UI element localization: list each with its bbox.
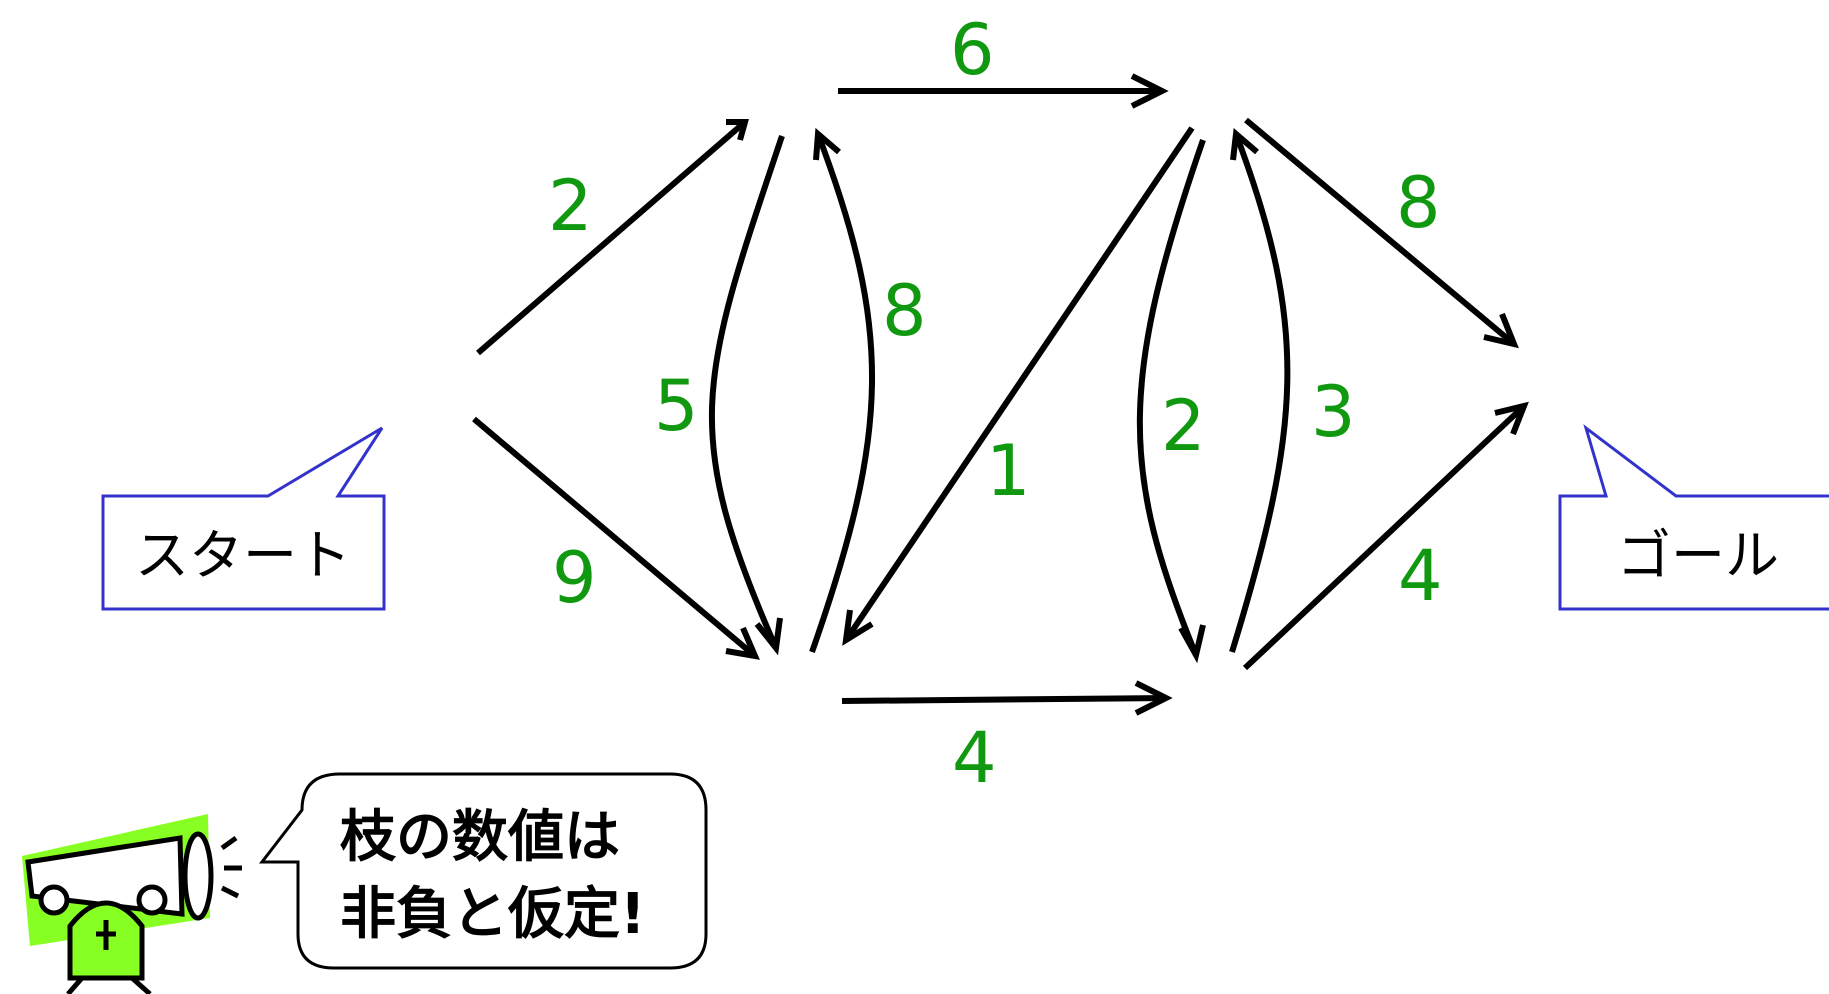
weight-c-b: 1 [986, 430, 1031, 512]
start-callout-box [101, 426, 386, 611]
weight-b-d: 4 [952, 717, 997, 799]
weight-a-c: 6 [950, 9, 995, 91]
start-callout: スタート [101, 426, 386, 611]
weight-b-a: 8 [882, 270, 927, 352]
arrowhead [842, 609, 874, 646]
note-line-2: 非負と仮定! [340, 882, 646, 947]
note-bubble: 枝の数値は 非負と仮定! [258, 772, 708, 970]
start-label: スタート [135, 524, 351, 587]
goal-callout: ゴール [1558, 424, 1829, 611]
goal-callout-box [1558, 424, 1829, 611]
weight-d-goal: 4 [1398, 535, 1443, 617]
edge-d-c [1229, 132, 1291, 653]
weight-start-a: 2 [548, 165, 593, 247]
edge-start-a [476, 119, 747, 356]
arrowhead [1230, 128, 1259, 161]
weight-start-b: 9 [552, 537, 597, 619]
edge-start-b [472, 416, 757, 659]
edge-a-b [708, 135, 785, 650]
edge-c-b [843, 126, 1195, 642]
note-line-1: 枝の数値は [340, 805, 620, 870]
edge-b-a [809, 132, 875, 653]
arrowhead [726, 119, 749, 141]
weight-d-c: 3 [1311, 371, 1356, 453]
arrowhead [1178, 624, 1206, 664]
arrowhead [1130, 73, 1169, 109]
arrowhead [725, 626, 760, 660]
edge-weights: 2 9 6 5 8 1 4 2 3 8 4 [548, 9, 1443, 799]
arrowhead [1134, 680, 1173, 716]
edge-b-d [841, 695, 1167, 704]
arrowhead [1483, 312, 1519, 349]
weight-c-d: 2 [1161, 385, 1206, 467]
mascot-megaphone-icon [22, 814, 242, 994]
edges [472, 73, 1529, 716]
arrowhead [813, 127, 841, 161]
edge-c-d [1136, 139, 1206, 657]
arrowhead [754, 617, 783, 656]
arrowhead [1494, 401, 1529, 436]
note-bubble-outline [258, 772, 708, 970]
weight-c-goal: 8 [1396, 162, 1441, 244]
edge-d-goal [1242, 403, 1527, 671]
edge-c-goal [1244, 117, 1516, 347]
weight-a-b: 5 [654, 365, 699, 447]
goal-label: ゴール [1617, 524, 1779, 587]
